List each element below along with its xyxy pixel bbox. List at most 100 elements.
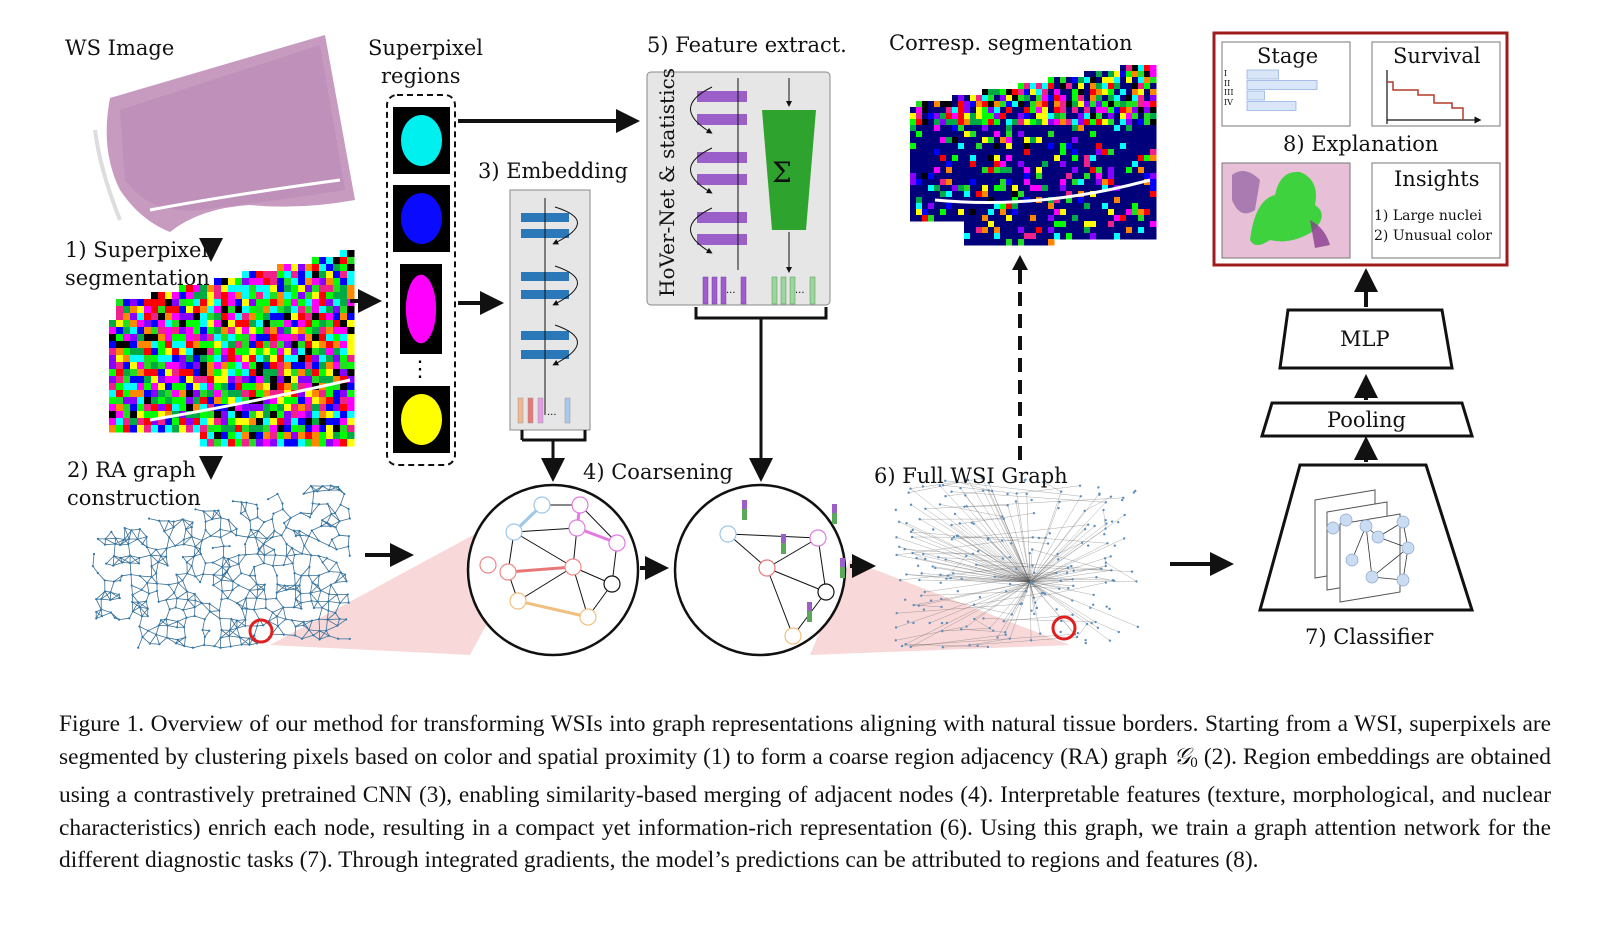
label-step5-feature-extract: 5) Feature extract. <box>647 33 847 57</box>
embedding-vector-cell <box>537 397 544 424</box>
graph-node <box>758 559 776 577</box>
statistics-feature-cell <box>780 276 787 305</box>
hovernet-feature-cell <box>720 276 727 305</box>
statistics-feature-cell <box>771 276 778 305</box>
superpixel-regions-box <box>386 94 456 466</box>
label-step8-explanation: 8) Explanation <box>1283 132 1439 156</box>
feature-extract-network: ··· ··· <box>646 71 831 482</box>
gnn-node <box>1401 541 1415 555</box>
stage-bar <box>1246 90 1265 101</box>
hovernet-layer <box>697 234 747 245</box>
stage-tick: III <box>1224 88 1234 97</box>
explanation-box <box>1212 31 1509 267</box>
insight-2: 2) Unusual color <box>1374 228 1492 244</box>
embedding-vector-cell <box>517 397 524 424</box>
node-feature-bar <box>832 504 837 513</box>
label-superpixel-regions-line1: Superpixel <box>368 36 483 60</box>
label-insights: Insights <box>1394 167 1480 191</box>
graph-node <box>499 563 517 581</box>
regions-ellipsis: ⋮ <box>409 357 431 382</box>
graph-node <box>533 496 551 514</box>
graph-node <box>603 575 621 593</box>
label-step1-line1: 1) Superpixel <box>65 238 209 262</box>
gnn-node <box>1326 521 1340 535</box>
svg-text:···: ··· <box>726 288 736 299</box>
stage-tick: IV <box>1224 97 1233 107</box>
graph-node <box>608 534 626 552</box>
caption-symbol: 𝒢 <box>1173 743 1191 770</box>
label-step2-line2: construction <box>67 486 201 510</box>
region-blob <box>400 115 443 166</box>
label-pooling: Pooling <box>1327 408 1406 432</box>
label-stage: Stage <box>1257 44 1319 68</box>
ws-image <box>93 35 356 232</box>
caption-text-2: (2). Region embeddings are obtained usin… <box>59 743 1552 874</box>
superpixel-segmentation-image <box>109 250 355 447</box>
region-blob <box>400 394 443 445</box>
gnn-node <box>1396 573 1410 587</box>
insight-1: 1) Large nuclei <box>1374 208 1482 224</box>
hovernet-feature-cell <box>740 276 747 305</box>
coarsening-graph-before <box>466 483 640 657</box>
embedding-network: ··· <box>509 189 591 482</box>
label-step7-classifier: 7) Classifier <box>1305 625 1434 649</box>
stage-bar <box>1246 101 1297 111</box>
hovernet-layer <box>697 114 747 125</box>
sigma-label: Σ <box>772 156 792 189</box>
caption-subscript: 0 <box>1190 754 1198 771</box>
graph-node <box>817 583 835 601</box>
node-feature-bar <box>807 602 812 611</box>
node-feature-bar <box>807 611 812 622</box>
statistics-feature-cell <box>809 276 816 305</box>
label-step6-full-graph: 6) Full WSI Graph <box>874 464 1068 488</box>
gnn-node <box>1359 519 1373 533</box>
graph-node <box>505 523 523 541</box>
highlight-circle-ra <box>248 618 274 644</box>
node-feature-bar <box>742 509 747 520</box>
label-step3-embedding: 3) Embedding <box>478 159 628 183</box>
node-feature-bar <box>840 567 845 578</box>
stage-tick: II <box>1224 78 1231 88</box>
pooling-block <box>1259 401 1475 438</box>
highlight-circle-full <box>1051 615 1077 641</box>
caption-text-1: Figure 1. Overview of our method for tra… <box>59 711 1551 770</box>
label-step1-line2: segmentation <box>65 266 210 290</box>
label-survival: Survival <box>1393 44 1481 68</box>
stage-tick: I <box>1224 69 1228 78</box>
graph-node <box>479 556 497 574</box>
hovernet-feature-cell <box>702 276 709 305</box>
graph-node <box>564 558 582 576</box>
hovernet-layer <box>697 174 747 185</box>
sigma-block <box>762 110 816 230</box>
gnn-node <box>1345 553 1359 567</box>
insights-panel <box>1371 162 1501 259</box>
mlp-block <box>1278 308 1454 370</box>
graph-node <box>568 519 586 537</box>
superpixel-region-thumbnails <box>393 107 450 453</box>
classifier <box>1258 463 1475 612</box>
hovernet-layer <box>697 212 747 223</box>
ra-graph-image <box>91 484 351 649</box>
gnn-node <box>1396 515 1410 529</box>
node-feature-bar <box>742 500 747 509</box>
corresp-segmentation-image <box>910 65 1157 246</box>
graph-node <box>784 627 802 645</box>
label-corresp-segmentation: Corresp. segmentation <box>889 31 1133 55</box>
stage-bar <box>1246 80 1318 90</box>
region-blob <box>400 193 443 244</box>
hovernet-layer <box>697 152 747 163</box>
figure-caption: Figure 1. Overview of our method for tra… <box>59 708 1551 877</box>
coarsening-graph-after <box>673 483 847 657</box>
hovernet-feature-cell <box>711 276 718 305</box>
embedding-vector-cell <box>564 397 571 424</box>
label-ws-image: WS Image <box>65 36 175 60</box>
gnn-node <box>1365 570 1379 584</box>
gnn-node <box>1371 530 1385 544</box>
gnn-node <box>1339 513 1353 527</box>
full-wsi-graph <box>894 476 1140 649</box>
stage-bar <box>1246 69 1279 80</box>
graph-node <box>579 608 597 626</box>
hovernet-label: HoVer-Net & statistics <box>655 68 679 297</box>
svg-text:···: ··· <box>795 288 805 299</box>
